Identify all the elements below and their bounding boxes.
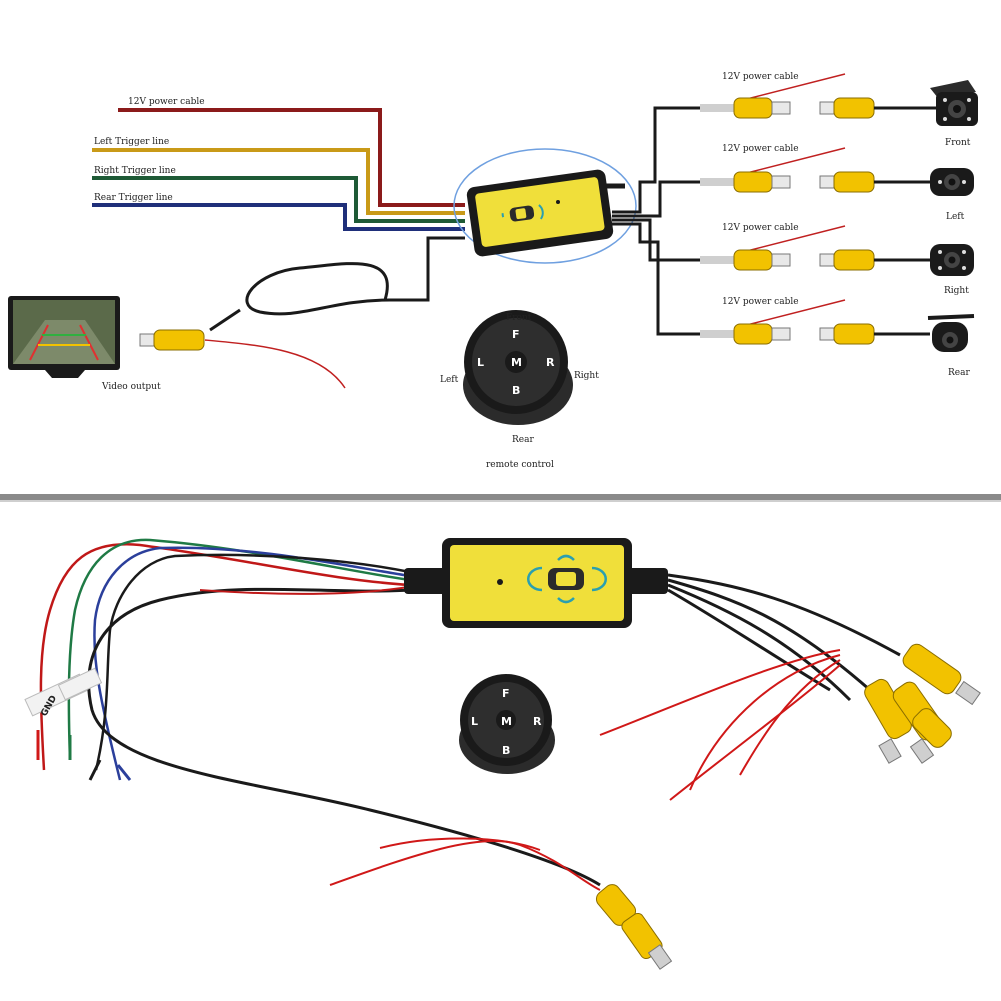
photo-control-box xyxy=(404,538,668,628)
control-box-label xyxy=(475,177,605,247)
monitor-icon xyxy=(8,296,120,378)
remote-button-up-label: F xyxy=(512,328,520,341)
input-label-rear-trigger: Rear Trigger line xyxy=(94,193,173,203)
input-label-right-trigger: Right Trigger line xyxy=(94,166,176,176)
wire-tags: GND xyxy=(24,667,132,781)
camera-power-label-rear: 12V power cable xyxy=(722,297,799,307)
status-led xyxy=(556,200,560,204)
input-label-left-trigger: Left Trigger line xyxy=(94,137,169,147)
left-trigger-wire xyxy=(92,148,465,215)
camera-row-front xyxy=(700,73,940,119)
remote-caption: remote control xyxy=(486,460,554,470)
camera-name-front: Front xyxy=(945,138,971,148)
camera-row-rear xyxy=(700,299,930,345)
power-wire xyxy=(118,108,465,207)
photo-remote-center-label: M xyxy=(501,715,512,728)
photo-remote-up-label: F xyxy=(502,687,510,700)
camera-icon-right xyxy=(930,244,974,276)
remote-button-left-label: L xyxy=(477,356,484,369)
remote-button-center[interactable] xyxy=(505,351,527,373)
car-icon xyxy=(501,204,544,222)
photo-rca-cluster xyxy=(864,643,981,764)
photo-status-led xyxy=(497,579,503,585)
monitor-label: Video output xyxy=(101,382,161,392)
photo-right-wires xyxy=(599,573,901,801)
right-trigger-wire xyxy=(92,176,465,223)
video-power-wire xyxy=(204,339,346,389)
camera-name-rear: Rear xyxy=(948,368,970,378)
camera-icon-left xyxy=(930,168,974,196)
input-wires xyxy=(92,108,465,389)
camera-icon-front xyxy=(930,80,978,126)
photo-remote-left-label: L xyxy=(471,715,478,728)
remote-position-right: Right xyxy=(574,371,599,381)
camera-row-right xyxy=(700,225,930,271)
control-box xyxy=(453,148,637,264)
remote-position-rear: Rear xyxy=(512,435,534,445)
camera-power-label-left: 12V power cable xyxy=(722,144,799,154)
camera-power-label-right: 12V power cable xyxy=(722,223,799,233)
output-wires xyxy=(612,106,700,336)
input-label-power: 12V power cable xyxy=(128,97,205,107)
wiring-diagram: 12V power cable Left Trigger line Right … xyxy=(8,72,978,470)
rear-trigger-wire xyxy=(92,203,465,231)
camera-icon-rear xyxy=(927,314,975,352)
photo-remote-down-label: B xyxy=(502,744,510,757)
video-out-wire xyxy=(245,236,465,316)
camera-row-left xyxy=(700,147,930,193)
remote-button-down-label: B xyxy=(512,384,520,397)
monitor-rca-plug xyxy=(139,329,205,351)
photo-remote: F L M R B xyxy=(459,674,555,774)
camera-power-label-front: 12V power cable xyxy=(722,72,799,82)
remote-position-front: Front xyxy=(506,313,532,323)
control-box-highlight xyxy=(453,148,637,264)
camera-name-right: Right xyxy=(944,286,969,296)
remote-control: F L M R B xyxy=(463,310,573,425)
photo-remote-right-label: R xyxy=(533,715,542,728)
remote-position-left: Left xyxy=(440,375,459,385)
section-divider xyxy=(0,494,1001,500)
remote-button-center-label: M xyxy=(511,356,522,369)
product-photo: GND xyxy=(24,538,981,970)
photo-car-icon xyxy=(527,554,607,604)
photo-video-output xyxy=(329,837,673,970)
camera-name-left: Left xyxy=(946,212,965,222)
video-out-wire-tail xyxy=(209,308,241,332)
remote-button-right-label: R xyxy=(546,356,555,369)
